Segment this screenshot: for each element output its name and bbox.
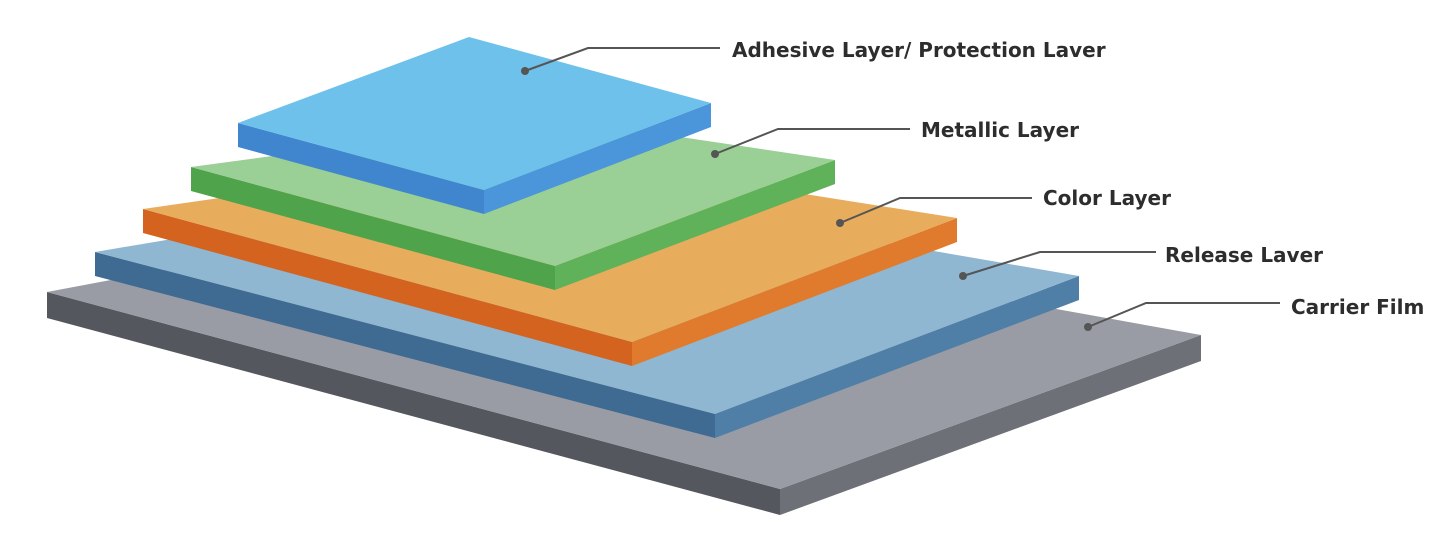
- metallic-layer-right-face: [555, 160, 835, 290]
- adhesive-layer-label: Adhesive Layer/ Protection Laver: [732, 38, 1106, 62]
- release-layer-label: Release Laver: [1165, 243, 1324, 267]
- color-layer-label: Color Layer: [1043, 186, 1171, 210]
- color-layer-right-face: [632, 218, 957, 366]
- color-layer-leader-line: [839, 197, 1032, 224]
- release-layer-left-face: [95, 252, 715, 438]
- adhesive-layer-leader-line: [524, 47, 720, 72]
- adhesive-layer-leader-dot: [521, 67, 529, 75]
- carrier-film-leader-dot: [1084, 323, 1092, 331]
- release-layer-leader-dot: [959, 272, 967, 280]
- carrier-film-right-face: [780, 335, 1201, 515]
- color-layer-leader-dot: [836, 219, 844, 227]
- leader-lines: [521, 47, 1280, 331]
- carrier-film-left-face: [47, 292, 780, 515]
- adhesive-layer-slab: [238, 37, 711, 214]
- metallic-layer-leader-line: [714, 128, 910, 155]
- adhesive-layer-right-face: [484, 103, 711, 214]
- release-layer-right-face: [715, 276, 1079, 438]
- metallic-layer-leader-dot: [711, 150, 719, 158]
- adhesive-layer-top-face: [238, 37, 711, 190]
- carrier-film-leader-line: [1087, 302, 1280, 328]
- metallic-layer-label: Metallic Layer: [921, 118, 1079, 142]
- color-layer-left-face: [143, 209, 632, 366]
- adhesive-layer-left-face: [238, 123, 484, 214]
- layer-slabs: [47, 37, 1201, 515]
- metallic-layer-left-face: [191, 167, 555, 290]
- carrier-film-label: Carrier Film: [1291, 295, 1425, 319]
- release-layer-leader-line: [962, 251, 1156, 277]
